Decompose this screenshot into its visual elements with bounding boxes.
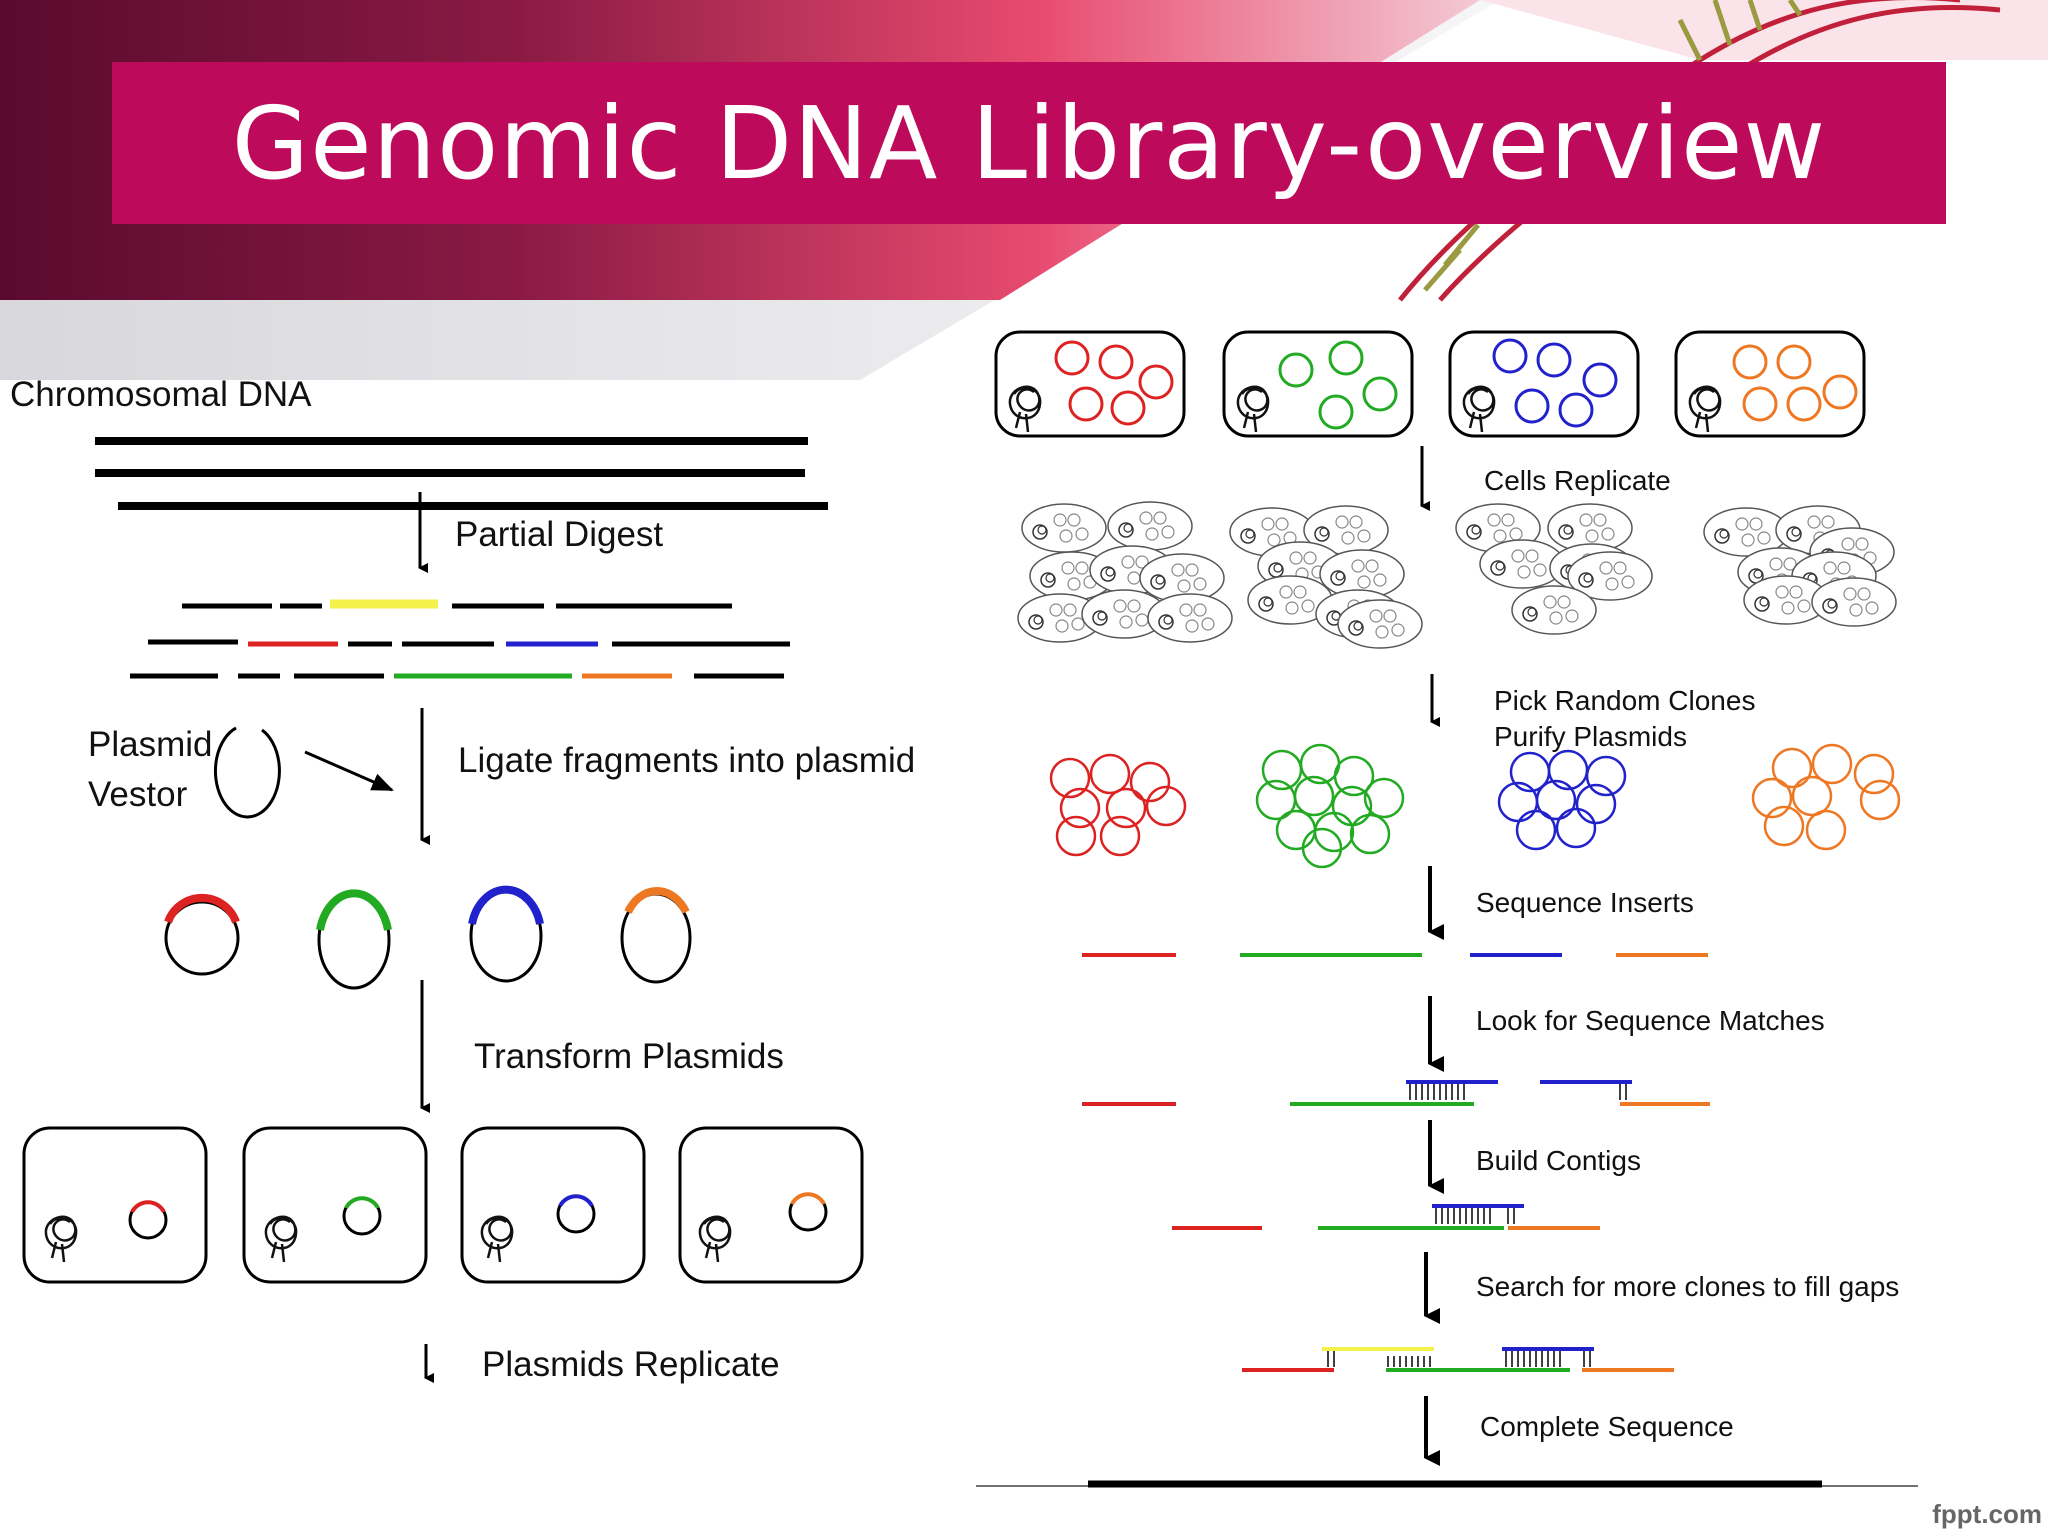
plasmid-vector-icon: [213, 726, 281, 819]
recombinant-plasmids: [164, 885, 692, 990]
cells-with-plasmids-row: [994, 330, 1866, 438]
chromosomal-dna-strands: [95, 437, 828, 510]
purified-plasmid-clusters: [1049, 743, 1901, 869]
matched-reads: [1082, 1080, 1710, 1106]
pick-clones-label: Pick Random Clones: [1494, 685, 1755, 716]
colony-red: [1017, 501, 1233, 643]
gap-filled-reads: [1242, 1347, 1674, 1372]
digest-fragments: [130, 599, 790, 679]
look-matches-label: Look for Sequence Matches: [1476, 1005, 1825, 1036]
cell-with-orange-plasmids: [1674, 330, 1866, 438]
transform-label: Transform Plasmids: [474, 1037, 784, 1076]
cell-red: [22, 1126, 208, 1284]
purify-plasmids-label: Purify Plasmids: [1494, 721, 1687, 752]
plasmid-green: [316, 889, 392, 990]
plasmid-blue: [468, 885, 544, 983]
cell-orange: [678, 1126, 864, 1284]
build-contigs-label: Build Contigs: [1476, 1145, 1641, 1176]
cells-replicate-label: Cells Replicate: [1484, 465, 1671, 496]
colony-orange: [1703, 505, 1897, 627]
search-more-label: Search for more clones to fill gaps: [1476, 1271, 1899, 1302]
title-bar: Genomic DNA Library-overview: [112, 62, 1946, 224]
chromosomal-dna-label: Chromosomal DNA: [10, 375, 312, 414]
colony-blue: [1455, 503, 1653, 635]
partial-digest-label: Partial Digest: [455, 515, 663, 554]
slide-title: Genomic DNA Library-overview: [231, 84, 1827, 202]
plasmids-replicate-label: Plasmids Replicate: [482, 1345, 780, 1384]
cell-with-red-plasmids: [994, 330, 1186, 438]
colony-green: [1229, 505, 1423, 649]
arrow-plasmid-to-ligate: [304, 750, 394, 792]
plasmid-label-line2: Vestor: [88, 775, 188, 814]
cell-with-blue-plasmids: [1448, 330, 1640, 438]
sequence-inserts-label: Sequence Inserts: [1476, 887, 1694, 918]
purified-orange: [1751, 743, 1901, 851]
purified-red: [1049, 753, 1187, 857]
cell-with-green-plasmids: [1222, 330, 1414, 438]
complete-sequence-label: Complete Sequence: [1480, 1411, 1734, 1442]
footer-credit: fppt.com: [1932, 1499, 2042, 1529]
contig-reads: [1172, 1204, 1600, 1230]
purified-blue: [1497, 749, 1627, 851]
cell-blue: [460, 1126, 646, 1284]
transformed-cells: [22, 1126, 864, 1284]
plasmid-label-line1: Plasmid: [88, 725, 212, 764]
purified-green: [1255, 743, 1405, 869]
ligate-label: Ligate fragments into plasmid: [458, 741, 915, 780]
cell-green: [242, 1126, 428, 1284]
replicated-cell-colonies: [1017, 501, 1897, 649]
plasmid-orange: [620, 887, 692, 984]
plasmid-red: [164, 893, 240, 976]
